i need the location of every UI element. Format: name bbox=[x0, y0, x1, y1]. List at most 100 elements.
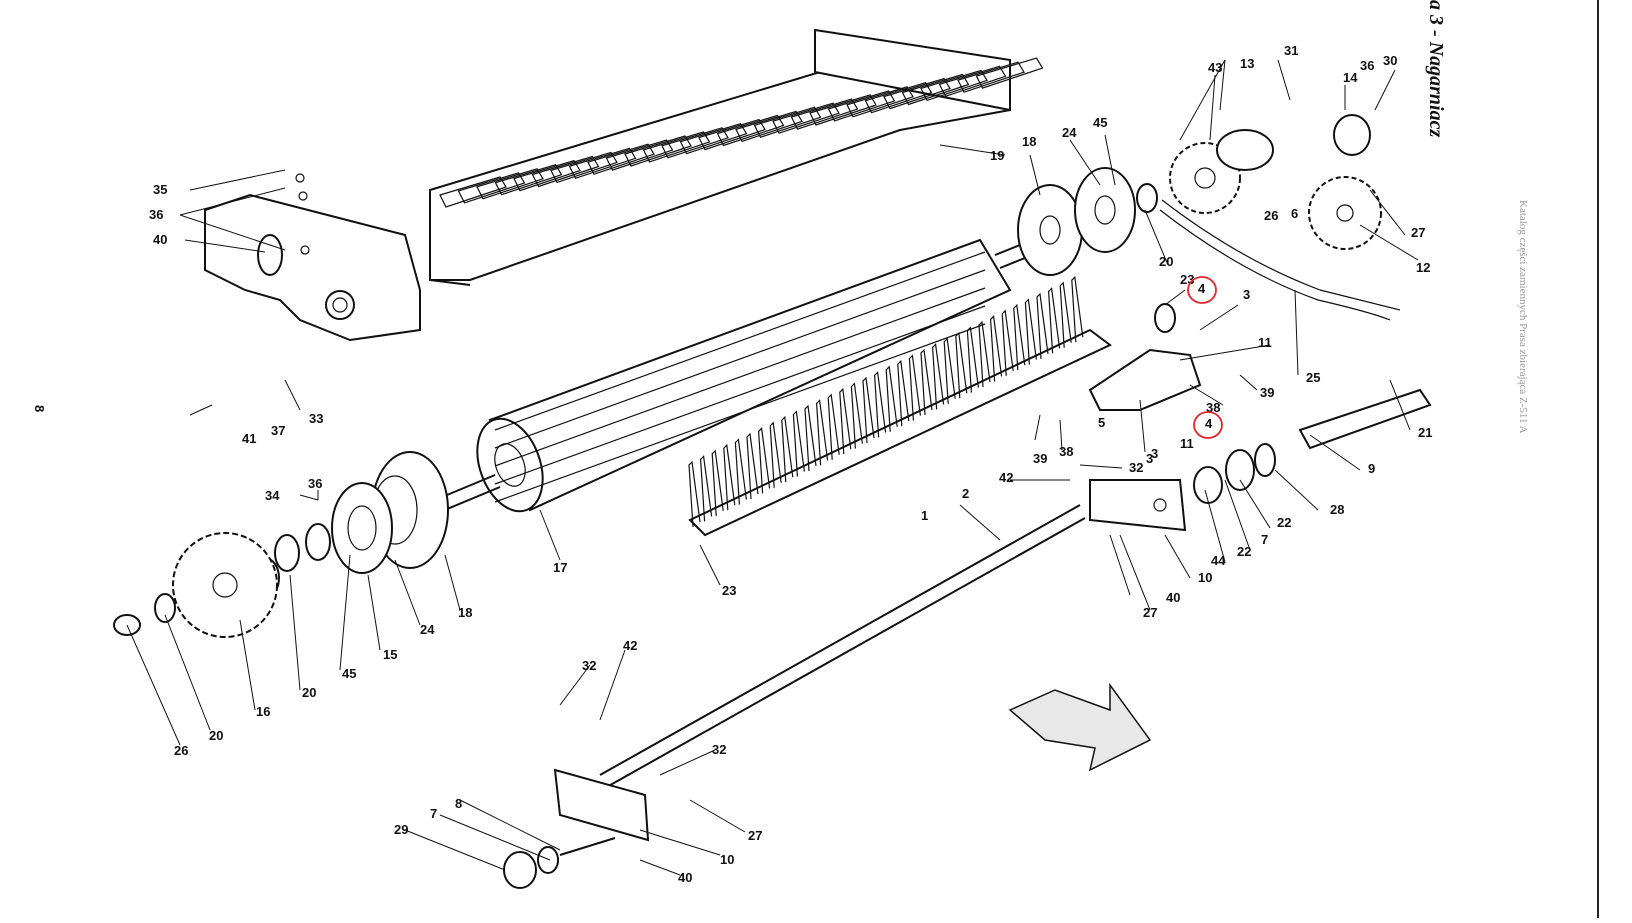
comb-tooth bbox=[1071, 275, 1084, 343]
leader-line bbox=[559, 664, 591, 706]
leader-line bbox=[1309, 434, 1361, 471]
comb-tooth bbox=[920, 348, 933, 416]
packer-tine bbox=[716, 114, 785, 147]
label-35: 35 bbox=[153, 182, 167, 197]
label-3b: 3 bbox=[1146, 451, 1153, 466]
part-labels: 1 2 3 3 3 4 4 5 6 7 7 8 9 10 10 11 11 12… bbox=[149, 43, 1432, 885]
drum-rib bbox=[494, 251, 986, 431]
comb-tooth bbox=[989, 315, 1003, 382]
leader-line bbox=[1164, 289, 1186, 306]
left-drive-drawing bbox=[113, 451, 449, 638]
label-11b: 11 bbox=[1180, 436, 1194, 451]
comb-tooth bbox=[955, 331, 968, 399]
leader-line bbox=[1109, 534, 1131, 596]
label-20a: 20 bbox=[1159, 254, 1173, 269]
label-26b: 26 bbox=[174, 743, 188, 758]
label-27a: 27 bbox=[1411, 225, 1425, 240]
label-36c: 36 bbox=[1360, 58, 1374, 73]
leader-line bbox=[699, 544, 721, 586]
stripper-comb-drawing bbox=[688, 275, 1112, 537]
leader-line bbox=[394, 559, 421, 626]
label-34: 34 bbox=[265, 488, 280, 503]
leader-line bbox=[164, 614, 211, 731]
label-22a: 22 bbox=[1277, 515, 1291, 530]
red-annotations bbox=[1187, 276, 1223, 439]
rod-and-lower-bracket-drawing bbox=[503, 504, 1086, 889]
leader-line bbox=[1209, 74, 1216, 141]
label-20b: 20 bbox=[302, 685, 316, 700]
leader-line bbox=[239, 619, 256, 711]
leader-line bbox=[299, 494, 319, 501]
label-15: 15 bbox=[383, 647, 397, 662]
leader-line bbox=[1029, 154, 1041, 196]
label-42a: 42 bbox=[999, 470, 1013, 485]
label-4a: 4 bbox=[1198, 281, 1206, 296]
label-21: 21 bbox=[1418, 425, 1432, 440]
comb-tooth bbox=[757, 427, 771, 494]
comb-tooth bbox=[885, 365, 898, 432]
label-33: 33 bbox=[309, 411, 323, 426]
leader-line bbox=[659, 749, 716, 776]
label-13: 13 bbox=[1240, 56, 1254, 71]
label-27b: 27 bbox=[1143, 605, 1157, 620]
packer-tine bbox=[457, 172, 526, 204]
packer-tine bbox=[920, 69, 988, 102]
leader-line bbox=[184, 239, 266, 253]
packer-tine bbox=[957, 61, 1025, 93]
leader-line bbox=[1179, 59, 1226, 141]
leader-line bbox=[1034, 414, 1041, 441]
packer-tine bbox=[698, 118, 766, 151]
comb-tooth bbox=[746, 432, 759, 500]
leader-line bbox=[1204, 489, 1226, 563]
packer-tine bbox=[809, 94, 877, 126]
leader-line bbox=[404, 829, 506, 871]
leader-line bbox=[939, 144, 1006, 156]
comb-tooth bbox=[781, 415, 794, 483]
packer-tine bbox=[624, 135, 692, 167]
label-7a: 7 bbox=[1261, 532, 1268, 547]
label-25: 25 bbox=[1306, 370, 1320, 385]
direction-arrow bbox=[1008, 682, 1152, 772]
comb-tooth bbox=[1013, 303, 1026, 371]
label-24a: 24 bbox=[1062, 125, 1077, 140]
page-number: 8 bbox=[32, 405, 47, 412]
leader-line bbox=[444, 554, 461, 611]
label-8: 8 bbox=[455, 796, 462, 811]
comb-tooth bbox=[734, 438, 747, 505]
label-4b: 4 bbox=[1205, 416, 1213, 431]
leader-line bbox=[639, 859, 681, 876]
comb-tooth bbox=[850, 382, 863, 449]
leader-line bbox=[1239, 479, 1271, 529]
shaft-9-drawing bbox=[1193, 388, 1432, 504]
label-28: 28 bbox=[1330, 502, 1344, 517]
leader-line bbox=[179, 214, 286, 251]
label-31: 31 bbox=[1284, 43, 1298, 58]
label-11a: 11 bbox=[1258, 335, 1272, 350]
label-6: 6 bbox=[1291, 206, 1298, 221]
page-title: a 3 - Nagarniacz bbox=[1425, 0, 1447, 137]
comb-tooth bbox=[723, 443, 736, 511]
label-9: 9 bbox=[1368, 461, 1375, 476]
comb-tooth bbox=[839, 387, 852, 455]
label-29: 29 bbox=[394, 822, 408, 837]
right-drive-drawing bbox=[1017, 114, 1401, 321]
leader-line bbox=[1369, 189, 1406, 236]
label-27c: 27 bbox=[748, 828, 762, 843]
leader-line bbox=[1119, 534, 1151, 611]
label-32b: 32 bbox=[582, 658, 596, 673]
leader-line bbox=[1059, 419, 1063, 451]
packer-tine bbox=[550, 151, 618, 184]
packer-tine bbox=[901, 73, 970, 106]
label-40a: 40 bbox=[153, 232, 167, 247]
leader-line bbox=[1069, 139, 1101, 186]
label-32c: 32 bbox=[712, 742, 726, 757]
comb-tooth bbox=[978, 320, 991, 388]
packer-tine bbox=[864, 81, 933, 114]
comb-tooth bbox=[931, 343, 945, 410]
leader-line bbox=[1144, 209, 1169, 266]
label-18a: 18 bbox=[1022, 134, 1036, 149]
comb-tooth bbox=[699, 455, 713, 522]
comb-tooth bbox=[873, 371, 887, 438]
packer-frame-drawing bbox=[429, 28, 1044, 286]
comb-tooth bbox=[908, 354, 921, 421]
